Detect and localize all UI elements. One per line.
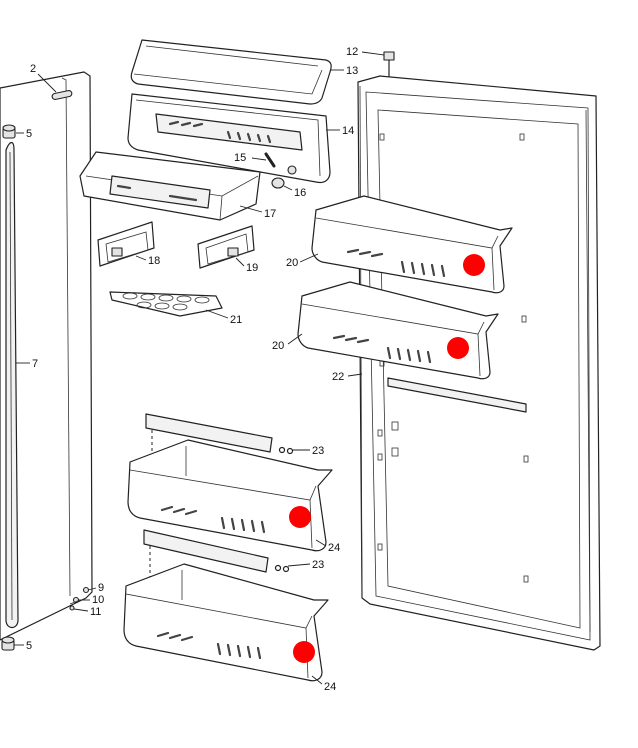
callout-14: 14 [342,125,354,137]
door-bin-upper-small [311,195,513,294]
callout-16: 16 [294,187,306,199]
hinge-cap-top [2,124,16,139]
callout-10: 10 [92,594,104,606]
callout-23-upper: 23 [312,445,324,457]
bin-hatch-lower-large [156,631,262,660]
screw-set [69,586,90,611]
hinge-pin [264,152,276,168]
marker-upper-large-bin [289,506,311,528]
callout-12: 12 [346,46,358,58]
freezer-door-panel [0,71,93,651]
dairy-compartment-lid [130,39,332,105]
callout-2: 2 [30,63,36,75]
hinge-cap-bottom [1,636,15,651]
bracket-left [97,221,155,267]
marker-lower-large-bin [293,641,315,663]
callout-21: 21 [230,314,242,326]
bracket-right [197,225,255,269]
egg-tray [109,291,223,317]
callout-5-top: 5 [26,128,32,140]
highlight-markers [289,254,485,663]
callout-24-upper: 24 [328,542,340,554]
callout-9: 9 [98,582,104,594]
bin-hatch-upper-small [346,248,446,278]
bin-hatch-upper-large [160,505,266,534]
bin-hatch-lower-small [332,334,432,364]
callout-15: 15 [234,152,246,164]
door-bin-upper-large [127,439,333,552]
callout-19: 19 [246,262,258,274]
door-bin-lower-small [297,281,499,380]
door-bin-lower-large [123,563,329,682]
marker-lower-small-bin [447,337,469,359]
callout-labels: 2 5 5 7 9 10 11 12 13 14 15 16 17 18 19 … [26,46,358,693]
callout-11: 11 [90,606,101,618]
callout-17: 17 [264,208,276,220]
callout-18: 18 [148,255,160,267]
dairy-tray [79,151,261,221]
callout-20-lower: 20 [272,340,284,352]
callout-23-lower: 23 [312,559,324,571]
dairy-housing-hatch [168,120,272,144]
dairy-compartment-housing [127,93,331,184]
callout-7: 7 [32,358,38,370]
callout-13: 13 [346,65,358,77]
callout-22: 22 [332,371,344,383]
leader-lines [14,51,385,685]
callout-5-bottom: 5 [26,640,32,652]
dairy-knob [271,177,285,189]
marker-upper-small-bin [463,254,485,276]
callout-20-upper: 20 [286,257,298,269]
top-hinge [383,51,395,77]
callout-24-lower: 24 [324,681,336,693]
